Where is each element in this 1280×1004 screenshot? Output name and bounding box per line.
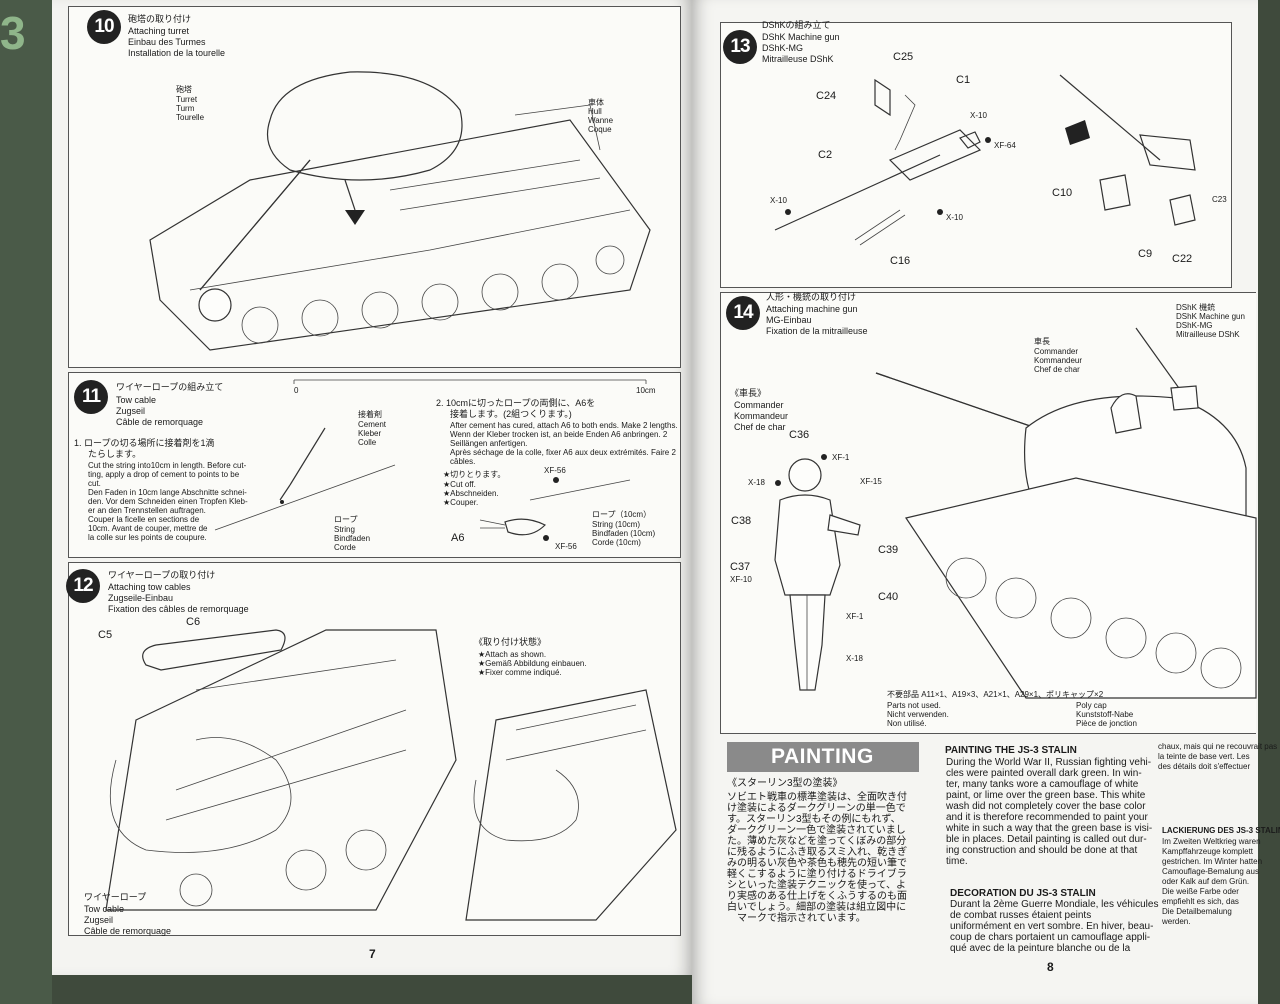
step14-title-jp: 人形・機銃の取り付け <box>766 292 857 302</box>
step11-title-fr: Câble de remorquage <box>116 417 204 427</box>
paint-x10-a: X-10 <box>970 111 987 120</box>
part-c24: C24 <box>816 90 837 102</box>
part-c40: C40 <box>878 591 899 603</box>
step11-title-en: Tow cable <box>116 395 157 405</box>
scale-ruler <box>293 379 647 384</box>
step11-title-de: Zugseil <box>116 406 146 416</box>
part-c39: C39 <box>878 544 899 556</box>
part-c37: C37 <box>730 561 751 573</box>
paint-xf56-a: XF-56 <box>544 466 566 475</box>
paint-xf15: XF-15 <box>860 477 882 486</box>
part-c36: C36 <box>789 429 810 441</box>
dshk-gun-illustration <box>774 74 1196 246</box>
tank-with-commander-illustration <box>875 327 1257 699</box>
painting-fr-title: DECORATION DU JS-3 STALIN <box>950 888 1096 899</box>
step14-title-de: MG-Einbau <box>766 315 812 325</box>
step12-number: 12 <box>66 569 100 603</box>
step10-title-en: Attaching turret <box>128 26 190 36</box>
commander-figure-illustration <box>774 454 861 691</box>
paint-xf56-b: XF-56 <box>555 542 577 551</box>
part-c6-label: C6 <box>186 616 201 628</box>
part-c22: C22 <box>1172 253 1193 265</box>
step12-panel <box>68 562 681 936</box>
step14-title-fr: Fixation de la mitrailleuse <box>766 326 868 336</box>
step12-title-en: Attaching tow cables <box>108 582 191 592</box>
step11-number: 11 <box>74 380 108 414</box>
paint-x10-b: X-10 <box>770 196 787 205</box>
paint-x18-a: X-18 <box>748 478 765 487</box>
tank-turret-illustration <box>149 71 651 351</box>
step10-title-de: Einbau des Turmes <box>128 37 206 47</box>
part-c1: C1 <box>956 74 971 86</box>
painting-en-title: PAINTING THE JS-3 STALIN <box>945 745 1077 756</box>
rope-end-illustration <box>479 477 631 541</box>
step13-title-jp: DShKの組み立て <box>762 20 831 30</box>
part-c23: C23 <box>1212 195 1227 204</box>
part-c25: C25 <box>893 51 914 63</box>
step13-title-en: DShK Machine gun <box>762 32 840 42</box>
paint-x18-b: X-18 <box>846 654 863 663</box>
step10-number: 10 <box>87 10 121 44</box>
step13-title-fr: Mitrailleuse DShK <box>762 54 834 64</box>
scale-start: 0 <box>294 386 299 395</box>
painting-de-title: LACKIERUNG DES JS-3 STALIN <box>1162 826 1280 835</box>
step13-number: 13 <box>723 30 757 64</box>
painting-header: PAINTING <box>727 742 919 772</box>
paint-xf10: XF-10 <box>730 575 752 584</box>
book-edge: 3 <box>0 0 52 1004</box>
part-c9: C9 <box>1138 248 1153 260</box>
step12-title-fr: Fixation des câbles de remorquage <box>108 604 249 614</box>
painting-jp-title: 《スターリン3型の塗装》 <box>727 778 843 789</box>
part-c2: C2 <box>818 149 833 161</box>
paint-xf1-b: XF-1 <box>846 612 864 621</box>
right-page-number: 8 <box>1047 960 1054 974</box>
edge-page-number: 3 <box>0 7 26 59</box>
left-page-number: 7 <box>369 947 376 961</box>
part-a6-label: A6 <box>451 532 465 544</box>
step11-panel <box>68 372 681 558</box>
cement-brush-illustration <box>214 427 396 531</box>
step11-title-jp: ワイヤーロープの組み立て <box>116 382 224 392</box>
part-c10: C10 <box>1052 187 1073 199</box>
step12-title-de: Zugseile-Einbau <box>108 593 174 603</box>
step10-title-jp: 砲塔の取り付け <box>128 14 192 24</box>
step14-number: 14 <box>726 296 760 330</box>
part-c38: C38 <box>731 515 752 527</box>
part-c16: C16 <box>890 255 911 267</box>
paint-xf1-a: XF-1 <box>832 453 850 462</box>
parts-not-used-jp: 不要部品 A11×1、A19×3、A21×1、A29×1、ポリキャップ×2 <box>887 690 1104 699</box>
part-c5-label: C5 <box>98 629 113 641</box>
step12-title-jp: ワイヤーロープの取り付け <box>108 570 216 580</box>
step10-title-fr: Installation de la tourelle <box>128 48 226 58</box>
step13-title-de: DShK-MG <box>762 43 804 53</box>
paint-xf64: XF-64 <box>994 141 1016 150</box>
step14-title-en: Attaching machine gun <box>766 304 858 314</box>
tow-cable-illustration <box>105 629 677 921</box>
scale-end: 10cm <box>636 386 656 395</box>
paint-x10-c: X-10 <box>946 213 963 222</box>
step10-panel <box>68 6 681 368</box>
